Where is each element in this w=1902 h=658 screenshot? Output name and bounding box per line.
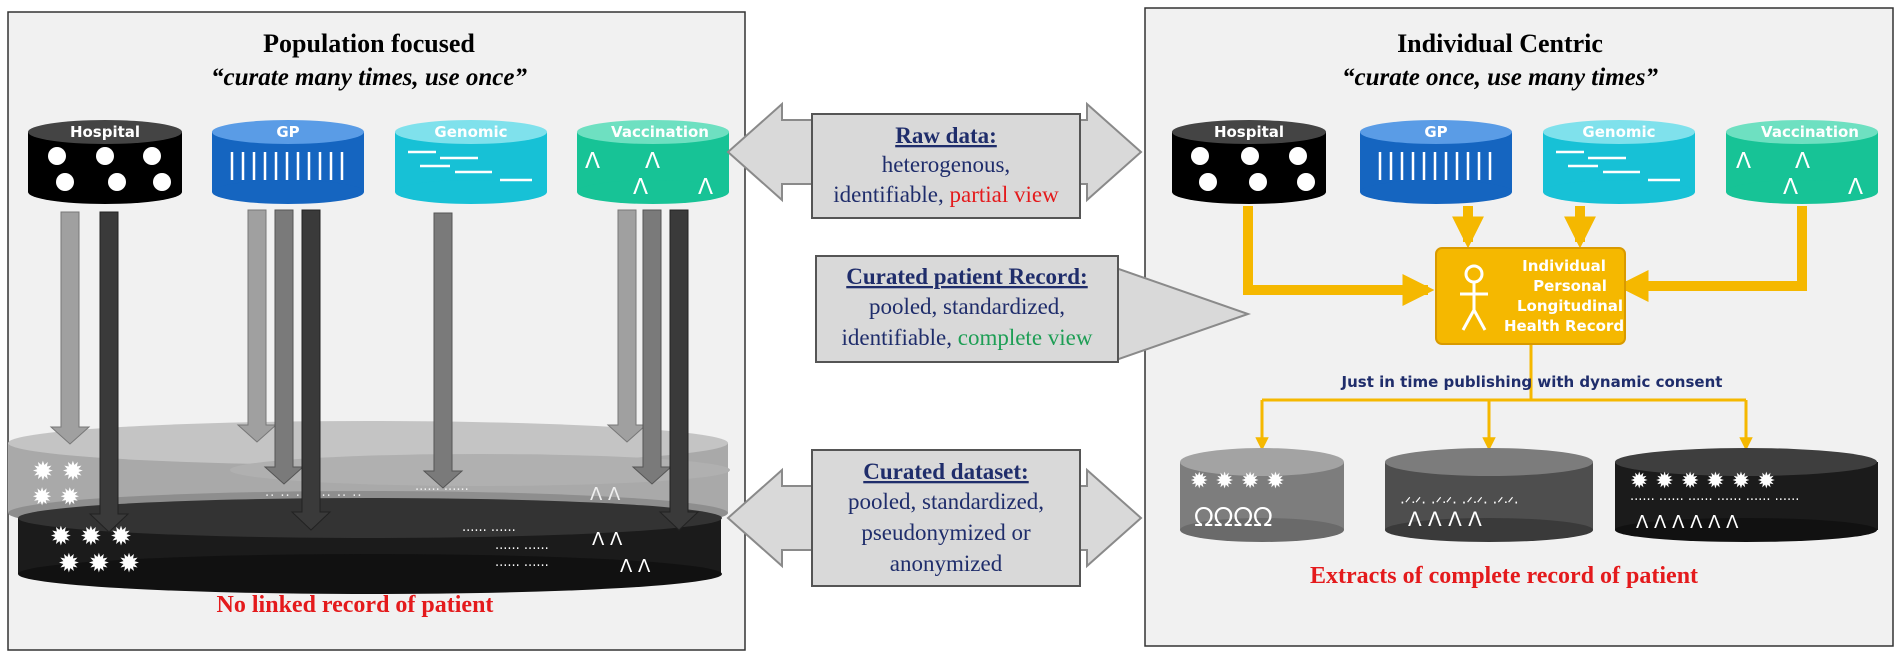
left-gp-db: GP — [212, 120, 364, 204]
svg-text:ᐱ: ᐱ — [585, 149, 600, 174]
left-gp-label: GP — [276, 123, 299, 141]
publishing-label: Just in time publishing with dynamic con… — [1341, 373, 1723, 391]
right-hospital-label: Hospital — [1214, 123, 1284, 141]
right-genomic-db: Genomic — [1543, 120, 1695, 204]
curated-dataset-line3: anonymized — [890, 551, 1003, 576]
record-line-2: Personal — [1533, 277, 1607, 295]
svg-text:·ᐟᐧᐟ· ·ᐟᐧᐟ· ·ᐟᐧᐟ· ·ᐟᐧᐟ·: ·ᐟᐧᐟ· ·ᐟᐧᐟ· ·ᐟᐧᐟ· ·ᐟᐧᐟ· — [1400, 494, 1519, 512]
left-down-arrows — [49, 209, 700, 533]
person-icon — [1460, 264, 1488, 331]
svg-text:✹ ✹ ✹ ✹: ✹ ✹ ✹ ✹ — [1190, 469, 1285, 494]
record-line-3: Longitudinal — [1517, 297, 1623, 315]
curated-dataset-line2: pseudonymized or — [861, 520, 1031, 545]
raw-data-callout: Raw data: heterogenous, identifiable, pa… — [726, 101, 1143, 219]
raw-data-line1: heterogenous, — [882, 152, 1010, 177]
svg-text:······ ······: ······ ······ — [462, 524, 516, 539]
right-panel: Individual Centric “curate once, use man… — [1144, 7, 1894, 647]
right-hospital-db: Hospital — [1172, 120, 1326, 204]
health-record-box: Individual Personal Longitudinal Health … — [1435, 247, 1626, 345]
svg-text:✹ ✹: ✹ ✹ — [32, 457, 84, 487]
curated-record-line2: identifiable, complete view — [841, 325, 1092, 350]
svg-text:ᘯᘯᘯᘯ: ᘯᘯᘯᘯ — [1194, 503, 1273, 533]
extract-db-3: ✹ ✹ ✹ ✹ ✹ ✹ ······ ······ ······ ······ … — [1615, 448, 1878, 542]
svg-text:ᐱ ᐱ: ᐱ ᐱ — [620, 556, 651, 577]
curated-dataset-callout: Curated dataset: pooled, standardized, p… — [726, 449, 1143, 587]
svg-text:ᐱ ᐱ: ᐱ ᐱ — [590, 484, 621, 505]
record-line-1: Individual — [1522, 257, 1606, 275]
left-panel-subtitle: “curate many times, use once” — [211, 64, 527, 91]
right-genomic-label: Genomic — [1582, 123, 1655, 141]
left-genomic-label: Genomic — [434, 123, 507, 141]
svg-text:✹ ✹: ✹ ✹ — [32, 483, 80, 511]
left-panel-title: Population focused — [263, 29, 475, 58]
svg-text:ᐱ: ᐱ — [645, 149, 660, 174]
curated-record-callout: Curated patient Record: pooled, standard… — [815, 255, 1252, 363]
record-line-4: Health Record — [1504, 317, 1624, 335]
curated-record-line1: pooled, standardized, — [869, 294, 1065, 319]
svg-text:······ ······: ······ ······ — [495, 559, 549, 574]
right-gp-label: GP — [1424, 123, 1447, 141]
right-panel-footer: Extracts of complete record of patient — [1310, 563, 1698, 589]
curated-dataset-line1: pooled, standardized, — [848, 489, 1044, 514]
svg-text:······ ······: ······ ······ — [415, 483, 469, 498]
curated-record-heading: Curated patient Record: — [846, 264, 1087, 289]
left-panel: Population focused “curate many times, u… — [7, 11, 746, 651]
yellow-flow — [1243, 206, 1807, 451]
left-genomic-db: Genomic — [395, 120, 547, 204]
linked-dataset-slab: ✹ ✹ ✹ ✹ ✹ ✹ ······ ······ ······ ······ … — [18, 498, 722, 594]
svg-text:ᐱ: ᐱ — [1795, 149, 1810, 174]
svg-text:ᐱ: ᐱ — [698, 175, 713, 200]
right-panel-title: Individual Centric — [1397, 29, 1603, 58]
left-vaccination-label: Vaccination — [611, 123, 709, 141]
right-gp-db: GP — [1360, 120, 1512, 204]
svg-text:······ ······: ······ ······ — [495, 542, 549, 557]
svg-text:✹ ✹ ✹ ✹ ✹ ✹: ✹ ✹ ✹ ✹ ✹ ✹ — [1630, 469, 1776, 494]
svg-text:ᐱ ᐱ ᐱ ᐱ ᐱ ᐱ: ᐱ ᐱ ᐱ ᐱ ᐱ ᐱ — [1636, 512, 1739, 533]
left-hospital-db: Hospital — [28, 120, 182, 204]
svg-text:ᐱ: ᐱ — [1783, 175, 1798, 200]
svg-text:✹ ✹ ✹: ✹ ✹ ✹ — [50, 522, 132, 552]
svg-text:······ ······ ······ ······ ··: ······ ······ ······ ······ ······ ·····… — [1630, 493, 1799, 508]
svg-text:ᐱ: ᐱ — [633, 175, 648, 200]
svg-text:ᐱ ᐱ: ᐱ ᐱ — [592, 529, 623, 550]
right-vaccination-label: Vaccination — [1761, 123, 1859, 141]
raw-data-line2: identifiable, partial view — [833, 182, 1059, 207]
curated-dataset-heading: Curated dataset: — [863, 459, 1028, 484]
left-panel-footer: No linked record of patient — [217, 592, 494, 618]
raw-data-heading: Raw data: — [895, 123, 997, 148]
svg-text:✹ ✹ ✹: ✹ ✹ ✹ — [58, 549, 140, 579]
svg-text:ᐱ: ᐱ — [1736, 149, 1751, 174]
right-panel-subtitle: “curate once, use many times” — [1342, 64, 1658, 91]
left-hospital-label: Hospital — [70, 123, 140, 141]
extract-db-2: ·ᐟᐧᐟ· ·ᐟᐧᐟ· ·ᐟᐧᐟ· ·ᐟᐧᐟ· ᐱ ᐱ ᐱ ᐱ — [1385, 448, 1593, 542]
extract-db-1: ✹ ✹ ✹ ✹ ᘯᘯᘯᘯ — [1180, 448, 1344, 542]
svg-text:ᐱ ᐱ ᐱ ᐱ: ᐱ ᐱ ᐱ ᐱ — [1408, 507, 1482, 531]
svg-text:ᐱ: ᐱ — [1848, 175, 1863, 200]
